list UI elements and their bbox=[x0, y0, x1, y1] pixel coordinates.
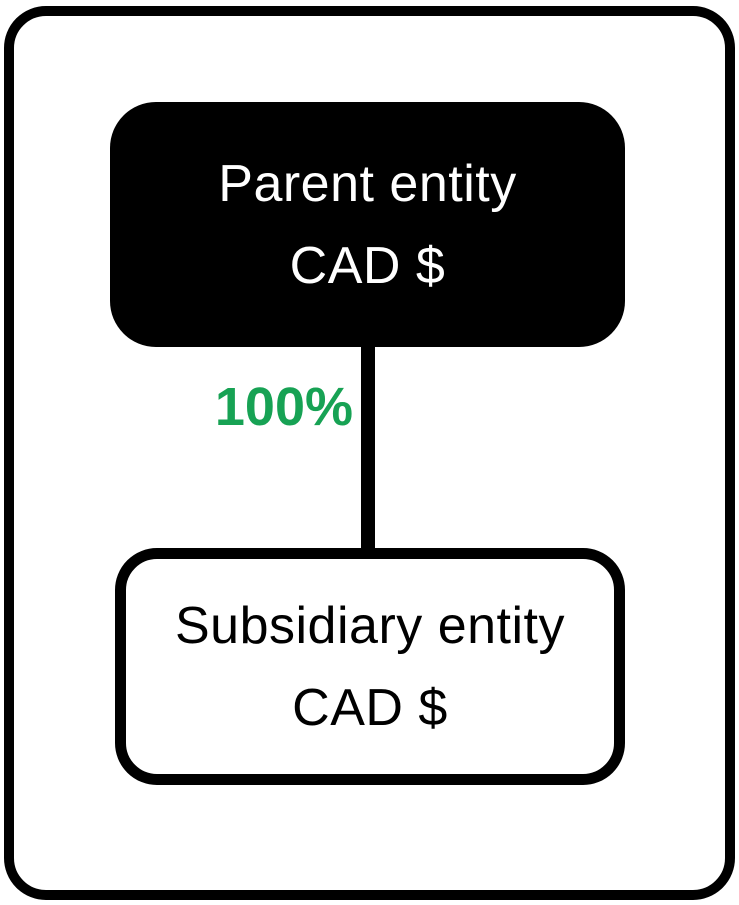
subsidiary-entity-name: Subsidiary entity bbox=[174, 596, 566, 655]
ownership-percentage-label: 100% bbox=[214, 377, 353, 437]
subsidiary-entity-node: Subsidiary entity CAD $ bbox=[115, 548, 625, 785]
parent-entity-node: Parent entity CAD $ bbox=[110, 102, 625, 347]
diagram-outer-border bbox=[4, 6, 735, 900]
subsidiary-entity-currency: CAD $ bbox=[292, 678, 448, 737]
parent-entity-currency: CAD $ bbox=[289, 236, 446, 295]
parent-entity-name: Parent entity bbox=[218, 154, 517, 213]
ownership-connector-line bbox=[361, 345, 375, 560]
